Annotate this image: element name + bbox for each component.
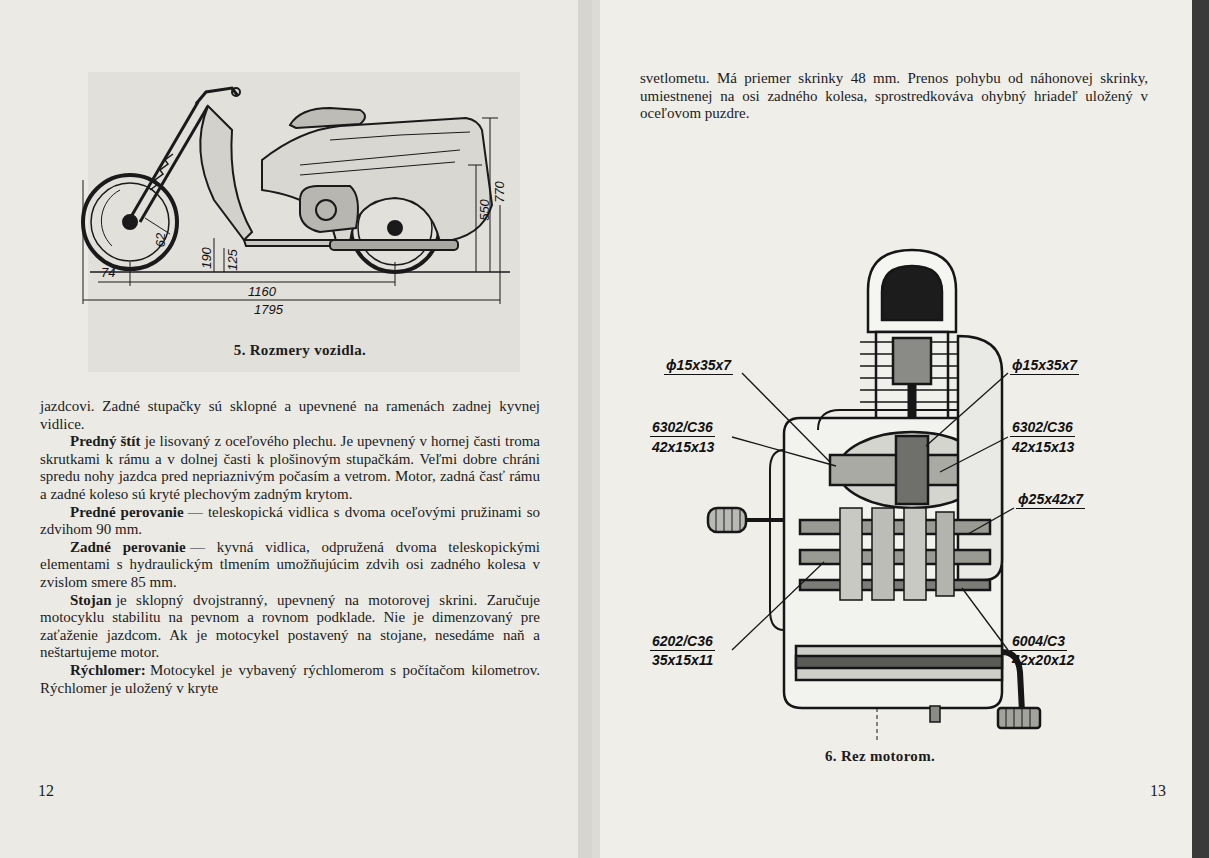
left-page xyxy=(0,0,592,858)
figure-caption: 6. Rez motorom. xyxy=(825,748,935,765)
paragraph-heading: Stojan xyxy=(70,592,112,608)
dimension-label: 125 xyxy=(225,249,240,271)
dimension-label: 190 xyxy=(199,247,214,269)
gutter-shadow xyxy=(578,0,592,858)
paragraph-text: jazdcovi. Zadné stupačky sú sklopné a up… xyxy=(40,398,540,432)
page-number: 12 xyxy=(38,782,54,800)
paragraph-heading: Rýchlomer: xyxy=(70,662,146,678)
right-page xyxy=(592,0,1209,858)
body-text: jazdcovi. Zadné stupačky sú sklopné a up… xyxy=(40,398,540,697)
scooter-drawing xyxy=(83,72,520,372)
bearing-label: 6302/C36 xyxy=(650,418,715,437)
dimension-label: 770 xyxy=(492,181,507,203)
paragraph-heading: Predné perovanie xyxy=(70,504,184,520)
bearing-size: 42x15x13 xyxy=(1010,438,1076,456)
dimension-label: 62 xyxy=(153,233,168,247)
dimension-label: 1160 xyxy=(248,284,276,299)
bearing-label: 6302/C36 xyxy=(1010,418,1075,437)
page-edge xyxy=(1192,0,1209,858)
paragraph-text: svetlometu. Má priemer skrinky 48 mm. Pr… xyxy=(640,70,1148,121)
paragraph: svetlometu. Má priemer skrinky 48 mm. Pr… xyxy=(640,70,1148,123)
page-number: 13 xyxy=(1150,782,1166,800)
bearing-size: 42x20x12 xyxy=(1010,651,1076,669)
engine-section-drawing xyxy=(708,250,1040,740)
body-text: svetlometu. Má priemer skrinky 48 mm. Pr… xyxy=(640,70,1148,123)
paragraph: Stojanje sklopný dvojstranný, upevnený n… xyxy=(40,592,540,662)
paragraph-heading: Zadné perovanie xyxy=(70,539,186,555)
bearing-label: ϕ25x42x7 xyxy=(1016,490,1085,509)
bearing-label: 6004/C3 xyxy=(1010,632,1067,651)
paragraph-heading: Predný štít xyxy=(70,433,140,449)
gutter-shadow xyxy=(592,0,600,858)
paragraph: Predné perovanie— teleskopická vidlica s… xyxy=(40,504,540,539)
paragraph: Rýchlomer:Motocykel je vybavený rýchlome… xyxy=(40,662,540,697)
bearing-label: ϕ15x35x7 xyxy=(1010,356,1079,375)
figure-caption: 5. Rozmery vozidla. xyxy=(234,342,366,359)
paragraph: Predný štítje lisovaný z oceľového plech… xyxy=(40,433,540,503)
dimension-label: 550 xyxy=(477,199,492,221)
paragraph: Zadné perovanie— kyvná vidlica, odpružen… xyxy=(40,539,540,592)
dimension-label: 74 xyxy=(101,265,115,280)
bearing-size: 42x15x13 xyxy=(650,438,716,456)
bearing-label: ϕ15x35x7 xyxy=(664,356,733,375)
dimension-label: 1795 xyxy=(254,302,283,317)
paragraph: jazdcovi. Zadné stupačky sú sklopné a up… xyxy=(40,398,540,433)
bearing-size: 35x15x11 xyxy=(650,651,715,669)
bearing-label: 6202/C36 xyxy=(650,632,715,651)
paragraph-text: je sklopný dvojstranný, upevnený na moto… xyxy=(40,592,540,661)
